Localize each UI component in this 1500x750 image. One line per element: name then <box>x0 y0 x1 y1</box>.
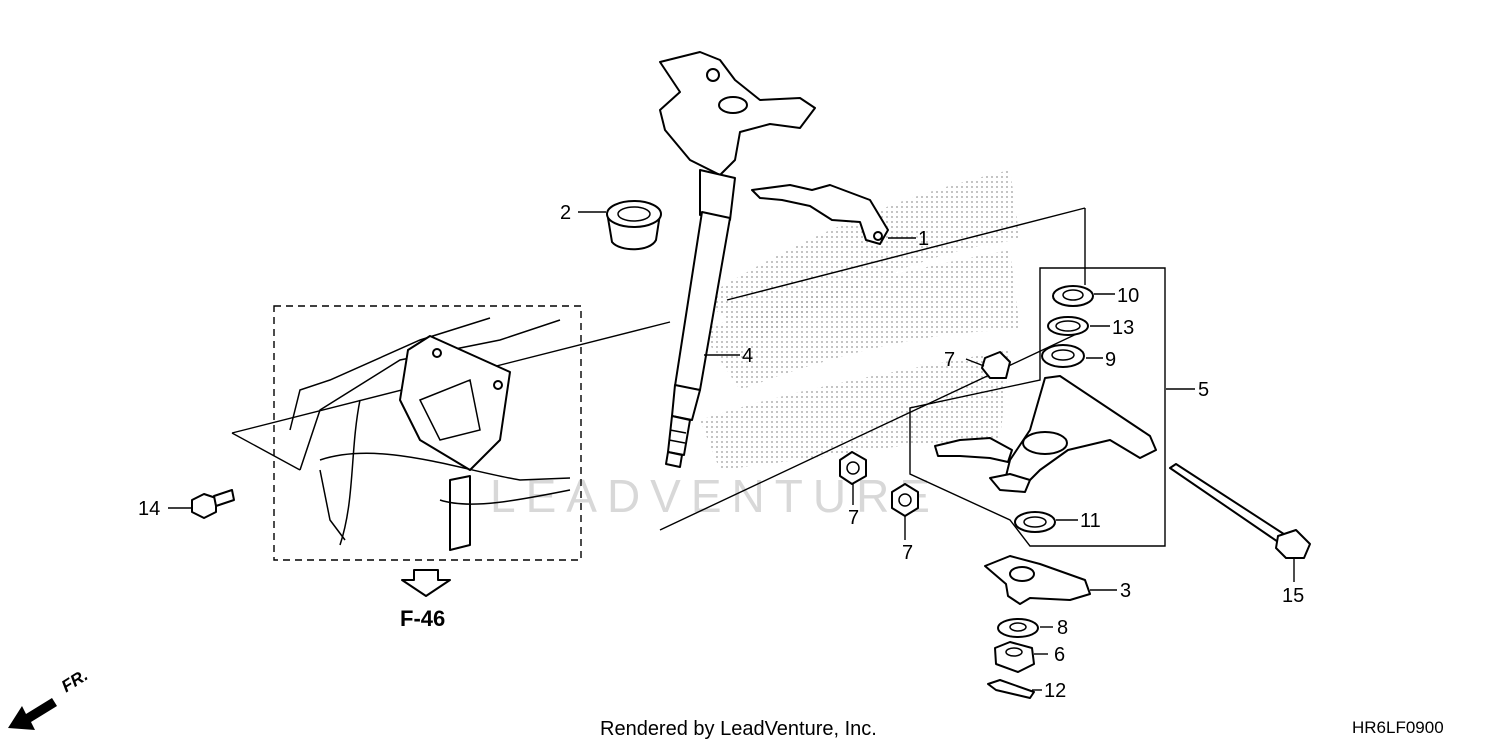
watermark-logo <box>700 170 1020 470</box>
steering-shaft[interactable] <box>659 51 816 468</box>
callout-9[interactable]: 9 <box>1105 349 1116 371</box>
leader-lines <box>168 211 1295 691</box>
nut-part-7-top[interactable] <box>981 351 1011 379</box>
callout-7-middle[interactable]: 7 <box>848 507 859 529</box>
bearing-part-9[interactable] <box>1041 344 1085 368</box>
reference-page-label[interactable]: F-46 <box>400 606 446 631</box>
footer-credit: Rendered by LeadVenture, Inc. <box>600 718 877 740</box>
callout-15[interactable]: 15 <box>1282 585 1304 607</box>
nut-part-6[interactable] <box>994 641 1035 673</box>
arm-assembly-outline <box>909 267 1166 547</box>
washer-part-13[interactable] <box>1047 316 1089 336</box>
nut-part-7-bottom[interactable] <box>891 483 919 517</box>
callout-13[interactable]: 13 <box>1112 317 1134 339</box>
callout-14[interactable]: 14 <box>138 498 160 520</box>
bolt-part-14[interactable] <box>191 489 235 519</box>
frame-reference-box <box>273 305 582 561</box>
callout-3[interactable]: 3 <box>1120 580 1131 602</box>
cotter-pin-part-12[interactable] <box>987 679 1035 699</box>
clamp-part-1[interactable] <box>751 184 889 245</box>
callout-6[interactable]: 6 <box>1054 644 1065 666</box>
diagram-code: HR6LF0900 <box>1352 718 1444 737</box>
callout-4[interactable]: 4 <box>742 345 753 367</box>
callout-7-bottom[interactable]: 7 <box>902 542 913 564</box>
callout-10[interactable]: 10 <box>1117 285 1139 307</box>
callout-12[interactable]: 12 <box>1044 680 1066 702</box>
front-direction-arrow-icon <box>8 698 57 730</box>
seal-part-2[interactable] <box>606 200 662 251</box>
seal-part-11[interactable] <box>1014 511 1056 533</box>
reference-arrow-icon[interactable] <box>401 569 451 597</box>
bearing-part-10[interactable] <box>1052 285 1094 307</box>
nut-part-7-middle[interactable] <box>839 451 867 485</box>
callout-7-top[interactable]: 7 <box>944 349 955 371</box>
callout-1[interactable]: 1 <box>918 228 929 250</box>
callout-5[interactable]: 5 <box>1198 379 1209 401</box>
callout-11[interactable]: 11 <box>1080 510 1101 532</box>
callout-8[interactable]: 8 <box>1057 617 1068 639</box>
callout-2[interactable]: 2 <box>560 202 571 224</box>
plate-part-3[interactable] <box>984 555 1091 605</box>
bolt-part-15[interactable] <box>1169 463 1311 559</box>
frame-sketch <box>289 317 571 551</box>
washer-part-8[interactable] <box>997 618 1039 638</box>
steering-arm-part-5[interactable] <box>934 375 1157 493</box>
